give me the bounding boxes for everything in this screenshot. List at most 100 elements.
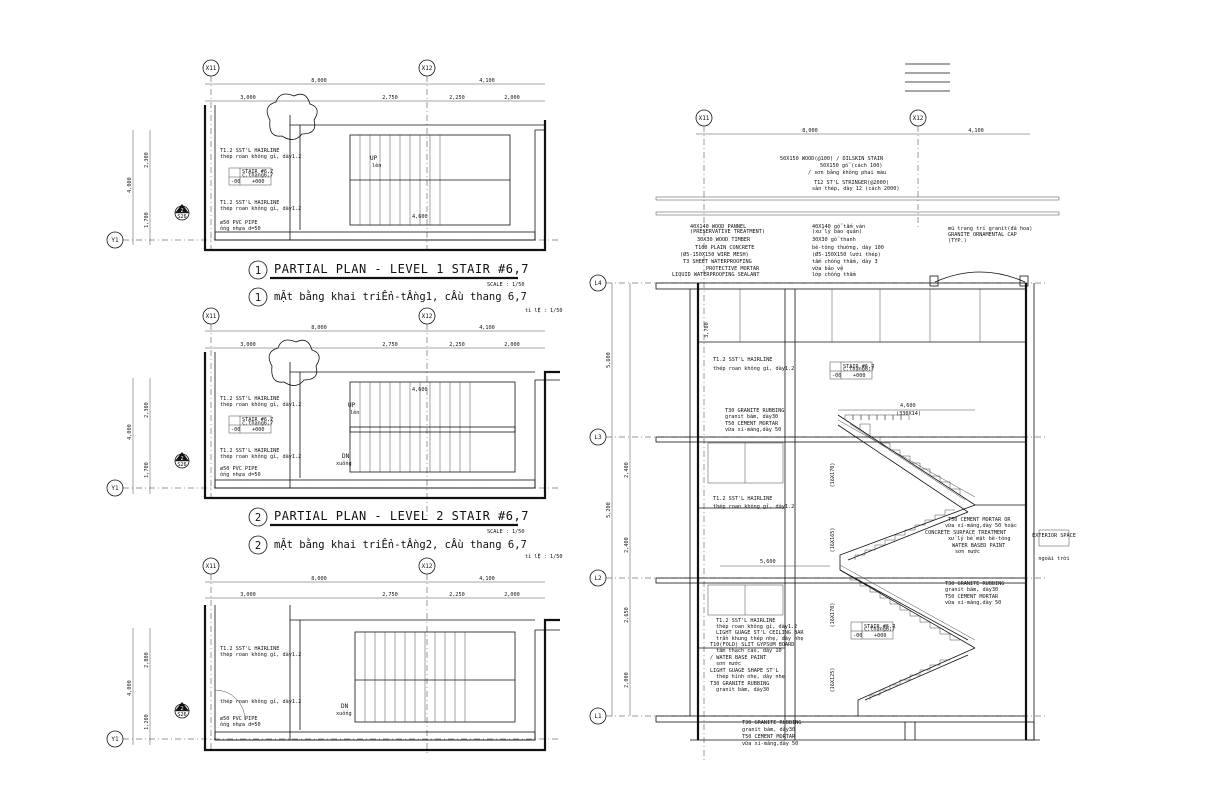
note-pvc: ø50 PVC PIPE bbox=[220, 466, 257, 472]
stair-tag: STAIR #6,7 c.thang6,7 -00 +000 bbox=[228, 415, 273, 434]
wall-outline bbox=[203, 352, 560, 500]
dimension-sub: 3,000 bbox=[240, 592, 256, 598]
note-pvc: ø50 PVC PIPE bbox=[220, 220, 257, 226]
svg-text:CONCRETE SURFACE TREATMENT: CONCRETE SURFACE TREATMENT bbox=[925, 530, 1006, 536]
svg-text:-00: -00 bbox=[231, 179, 240, 185]
stair-tag-lower: STAIR #6,7 c.thang6,7 -00 +000 bbox=[850, 621, 895, 640]
dimension-right: 4,100 bbox=[479, 78, 495, 84]
svg-text:L3: L3 bbox=[594, 434, 602, 441]
grid-label-x12: X12 bbox=[422, 563, 433, 570]
dimension-sub: 2,000 bbox=[504, 95, 520, 101]
svg-text:S26: S26 bbox=[177, 462, 186, 468]
note-hairline-2-vn: thép roan không gỉ, dày1.2 bbox=[713, 503, 794, 510]
revision-cloud bbox=[266, 93, 318, 140]
note-granite: T30 GRANITE RUBBING bbox=[725, 408, 784, 414]
svg-text:(PRESERVATIVE TREATMENT): (PRESERVATIVE TREATMENT) bbox=[690, 229, 765, 235]
height-dim: 5,200 bbox=[606, 502, 612, 518]
dimension-total: 8,000 bbox=[311, 576, 327, 582]
dimension-sub: 3,000 bbox=[240, 95, 256, 101]
svg-text:+000: +000 bbox=[252, 427, 265, 433]
paint-notes: T50 CEMENT MORTAR OR vữa xi-măng,dày 50 … bbox=[925, 517, 1017, 555]
note-hairline-2-vn: thép roan không gỉ, dày1.2 bbox=[220, 205, 301, 212]
svg-text:vữa xi-măng,dày 50: vữa xi-măng,dày 50 bbox=[742, 740, 798, 747]
door-swing bbox=[214, 689, 246, 721]
dn-label-vn: xuống bbox=[336, 460, 352, 467]
view-scale: SCALE : 1/50 bbox=[487, 529, 524, 535]
svg-text:T1.2 SST'L HAIRLINE: T1.2 SST'L HAIRLINE bbox=[716, 618, 775, 624]
stair-flights bbox=[837, 414, 1026, 716]
view-number-bubble bbox=[248, 507, 268, 527]
view-number-vn: 2 bbox=[255, 540, 261, 552]
svg-text:sơn nước: sơn nước bbox=[955, 548, 980, 555]
stair-dimension-sub: (330X14) bbox=[896, 411, 921, 417]
section-marker: 2 S26 bbox=[174, 204, 190, 221]
plan-level-1: X11 X12 Y1 8,000 4,100 3,000 2,750 2,250… bbox=[106, 59, 562, 314]
dimension-side: 1,200 bbox=[144, 714, 150, 730]
dn-label-vn: xuống bbox=[336, 710, 352, 717]
column-lines bbox=[289, 605, 535, 740]
dimension-right: 4,100 bbox=[479, 576, 495, 582]
svg-text:2: 2 bbox=[180, 208, 183, 214]
riser-dim: (16X170) bbox=[830, 603, 836, 628]
building-section bbox=[655, 282, 1040, 741]
view-number-bubble-vn bbox=[248, 535, 268, 555]
cap-block bbox=[929, 275, 939, 287]
dimension-sub: 2,250 bbox=[449, 95, 465, 101]
view-title-vn: mẶt bằng khai triỂn-tẦng1, cẦu thang 6,7 bbox=[274, 290, 527, 303]
note-hairline-vn: thép roan không gỉ, dày1.2 bbox=[220, 153, 301, 160]
svg-text:40X140 gỗ tấm ván: 40X140 gỗ tấm ván bbox=[812, 223, 865, 230]
svg-text:+000: +000 bbox=[853, 373, 866, 379]
svg-text:STAIR #6,7: STAIR #6,7 bbox=[242, 169, 273, 175]
right-granite-notes: T30 GRANITE RUBBING granit băm, dày30 T5… bbox=[945, 581, 1004, 606]
svg-text:T50 CEMENT MORTAR: T50 CEMENT MORTAR bbox=[742, 734, 796, 740]
roof-deck-bottom bbox=[655, 211, 1060, 216]
column-lines bbox=[289, 362, 535, 488]
svg-text:/ WATER BASE PAINT: / WATER BASE PAINT bbox=[710, 655, 766, 661]
note-hairline: T1.2 SST'L HAIRLINE bbox=[220, 148, 279, 154]
grid-label-x12: X12 bbox=[913, 115, 924, 122]
svg-text:WATER BASED PAINT: WATER BASED PAINT bbox=[952, 543, 1005, 549]
stair-tag: STAIR #6,7 c.thang6,7 -00 +000 bbox=[228, 167, 273, 186]
dimension-sub: 2,750 bbox=[382, 342, 398, 348]
svg-text:+000: +000 bbox=[252, 179, 265, 185]
wall-hatch bbox=[214, 479, 536, 489]
svg-text:40X140 WOOD PANNEL: 40X140 WOOD PANNEL bbox=[690, 224, 746, 230]
note-hairline-2-vn: thép roan không gỉ, dày1.2 bbox=[220, 453, 301, 460]
riser-dim: (16X125) bbox=[830, 668, 836, 693]
dimension-sub: 2,250 bbox=[449, 342, 465, 348]
svg-text:L1: L1 bbox=[594, 713, 602, 720]
ornamental-cap bbox=[934, 271, 1026, 283]
svg-text:STAIR #6,7: STAIR #6,7 bbox=[242, 417, 273, 423]
note-pvc-vn: ống nhựa d=50 bbox=[220, 721, 261, 728]
dimension-sub: 2,750 bbox=[382, 95, 398, 101]
note-hairline-2-vn: thép roan không gỉ, dày1.2 bbox=[220, 698, 301, 705]
stair-treads bbox=[349, 381, 516, 473]
svg-text:sàn thép, dày 12 (cách 2000): sàn thép, dày 12 (cách 2000) bbox=[812, 185, 899, 192]
exterior-label: EXTERIOR SPACE ngoài trời bbox=[1032, 529, 1076, 562]
wall-hatch bbox=[214, 231, 536, 241]
grid-label-x12: X12 bbox=[422, 313, 433, 320]
svg-text:50X150 WOOD(@100) / DILSKIN ST: 50X150 WOOD(@100) / DILSKIN STAIN bbox=[780, 156, 883, 162]
svg-text:L2: L2 bbox=[594, 575, 602, 582]
grid-label-x11: X11 bbox=[206, 313, 217, 320]
svg-text:(xử lý bảo quản): (xử lý bảo quản) bbox=[812, 228, 862, 235]
svg-text:T30 GRANITE RUBBING: T30 GRANITE RUBBING bbox=[742, 720, 801, 726]
svg-text:EXTERIOR SPACE: EXTERIOR SPACE bbox=[1032, 533, 1076, 539]
cap-block bbox=[1019, 275, 1029, 287]
wall-inner bbox=[214, 605, 560, 741]
grid-label-y1: Y1 bbox=[111, 736, 119, 743]
height-dim: 3,700 bbox=[704, 322, 710, 338]
view-title: PARTIAL PLAN - LEVEL 1 STAIR #6,7 bbox=[274, 262, 529, 276]
note-hairline-2: T1.2 SST'L HAIRLINE bbox=[713, 496, 772, 502]
stair-tag: STAIR #6,7 c.thang6,7 -00 +000 bbox=[829, 361, 874, 380]
svg-text:-00: -00 bbox=[231, 427, 240, 433]
note-hairline: T1.2 SST'L HAIRLINE bbox=[220, 646, 279, 652]
section-marker: 2 S26 bbox=[174, 702, 190, 719]
note-pvc-vn: ống nhựa d=50 bbox=[220, 225, 261, 232]
svg-text:T3 SHEET WATERPROOFING: T3 SHEET WATERPROOFING bbox=[683, 259, 752, 265]
svg-text:STAIR #6,7: STAIR #6,7 bbox=[864, 624, 895, 630]
svg-text:STAIR #6,7: STAIR #6,7 bbox=[843, 364, 874, 370]
svg-text:T50 CEMENT MORTAR: T50 CEMENT MORTAR bbox=[945, 594, 999, 600]
dimension-sub: 2,250 bbox=[449, 592, 465, 598]
dimension-side: 4,000 bbox=[127, 424, 133, 440]
